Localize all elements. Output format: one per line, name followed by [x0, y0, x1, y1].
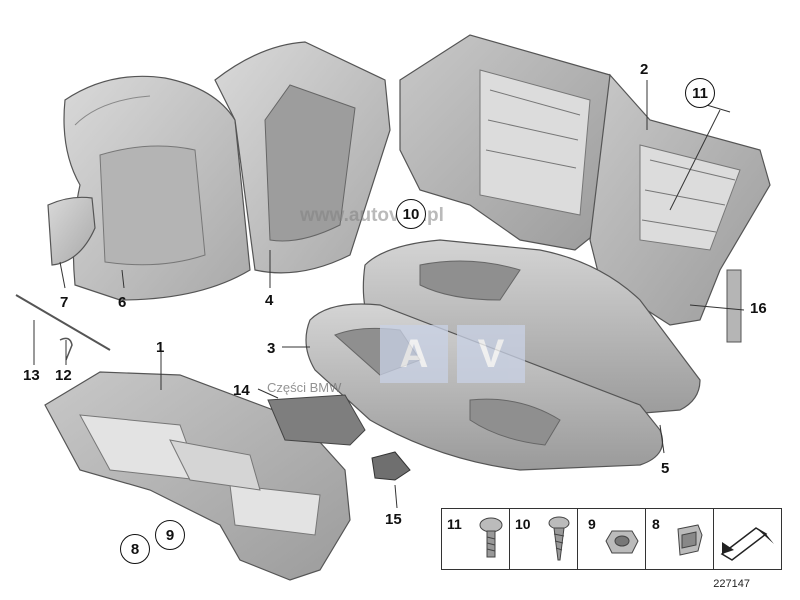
- callout-1: 1: [156, 339, 165, 356]
- legend-number: 10: [515, 516, 531, 532]
- parts-watermark: Części BMW: [267, 380, 342, 395]
- hex-nut-icon: [605, 530, 639, 554]
- backrest-cover-left: [63, 75, 251, 301]
- callout-3: 3: [267, 340, 276, 357]
- legend-number: 9: [588, 516, 596, 532]
- callout-5: 5: [661, 460, 670, 477]
- self-tapping-screw-icon: [548, 516, 570, 561]
- retaining-clip: [371, 451, 411, 481]
- callout-6: 6: [118, 294, 127, 311]
- legend-number: 8: [652, 516, 660, 532]
- trim-strip: [726, 269, 742, 343]
- wire-and-hook: [15, 294, 111, 361]
- callout-12: 12: [55, 367, 72, 384]
- legend-cell-10: 10: [510, 509, 578, 569]
- callout-2: 2: [640, 61, 649, 78]
- screw-icon: [479, 517, 503, 558]
- circled-callout-8: 8: [120, 534, 150, 564]
- fastener-legend: 11 10 9 8: [441, 508, 782, 570]
- callout-13: 13: [23, 367, 40, 384]
- leader-lines: [33, 80, 745, 509]
- watermark-logo-v: V: [477, 331, 505, 376]
- watermark-logo-a: A: [399, 331, 429, 376]
- side-cushion: [47, 196, 96, 266]
- callout-16: 16: [750, 300, 767, 317]
- legend-number: 11: [447, 516, 462, 532]
- legend-cell-8: 8: [646, 509, 714, 569]
- watermark-logo: A V: [380, 325, 525, 385]
- callout-15: 15: [385, 511, 402, 528]
- callout-14: 14: [233, 382, 250, 399]
- callout-7: 7: [60, 294, 69, 311]
- circled-callout-9: 9: [155, 520, 185, 550]
- backrest-frame: [399, 34, 771, 326]
- direction-arrow-icon: [720, 527, 774, 561]
- callout-4: 4: [265, 292, 274, 309]
- legend-cell-11: 11: [442, 509, 510, 569]
- backrest-pad: [214, 41, 391, 274]
- circled-callout-11: 11: [685, 78, 715, 108]
- clip-nut-icon: [677, 524, 703, 556]
- legend-cell-arrow: [714, 509, 781, 569]
- legend-cell-9: 9: [578, 509, 646, 569]
- circled-callout-10: 10: [396, 199, 426, 229]
- seat-base-frame: [44, 371, 351, 581]
- document-number: 227147: [713, 578, 750, 590]
- mounting-bracket: [267, 394, 366, 446]
